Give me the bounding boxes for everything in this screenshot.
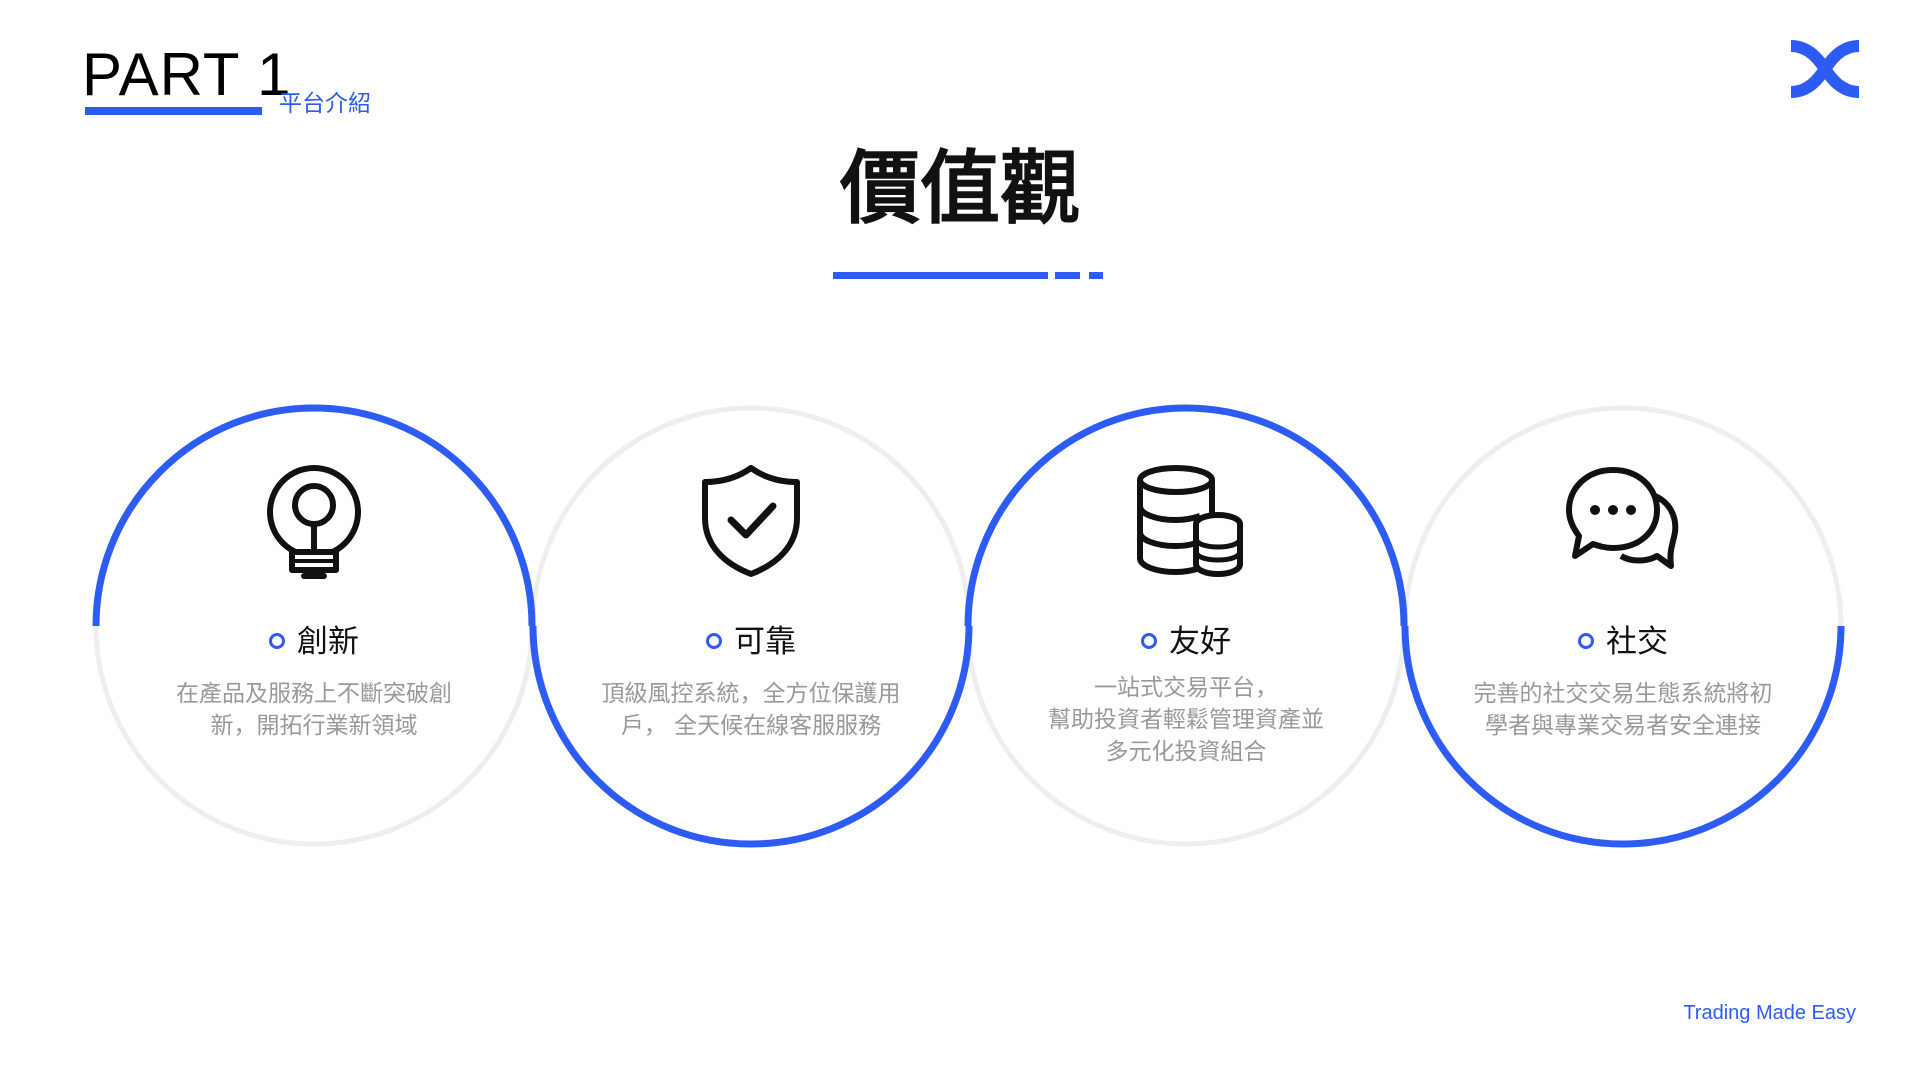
ring-2-arc [529, 625, 973, 848]
main-title: 價值觀 [840, 141, 1080, 235]
value-title: 創新 [144, 622, 484, 662]
coin-stack-icon [1137, 465, 1243, 578]
ring-1-arc [92, 404, 536, 627]
lightbulb-icon [267, 465, 361, 579]
ring-4-arc [1401, 625, 1845, 848]
bullet-dot-icon [1578, 632, 1594, 649]
value-title: 可靠 [581, 622, 921, 662]
value-card-innovation: 創新 在產品及服務上不斷突破創 新，開拓行業新領域 [144, 460, 484, 739]
value-title: 社交 [1453, 622, 1793, 662]
bullet-dot-icon [1141, 632, 1157, 649]
value-card-friendly: 友好 一站式交易平台， 幫助投資者輕鬆管理資產並 多元化投資組合 [1016, 460, 1356, 765]
value-description: 完善的社交交易生態系統將初 學者與專業交易者安全連接 [1473, 681, 1773, 739]
chat-bubbles-icon [1566, 467, 1679, 569]
value-description: 頂級風控系統，全方位保護用 戶， 全天候在線客服服務 [601, 681, 901, 739]
part-underline [85, 107, 262, 115]
title-underline-dot [1089, 272, 1103, 279]
part-title: PART 1 [82, 41, 292, 108]
shield-check-icon [702, 465, 800, 577]
brand-x-logo-icon [1790, 40, 1860, 98]
bullet-dot-icon [269, 632, 285, 649]
part-subtitle: 平台介紹 [279, 91, 371, 117]
value-card-reliable: 可靠 頂級風控系統，全方位保護用 戶， 全天候在線客服服務 [581, 460, 921, 739]
footer-tagline: Trading Made Easy [1683, 1002, 1856, 1024]
title-underline-long [833, 272, 1048, 279]
value-card-social: 社交 完善的社交交易生態系統將初 學者與專業交易者安全連接 [1453, 460, 1793, 739]
bullet-dot-icon [706, 632, 722, 649]
value-title: 友好 [1016, 622, 1356, 662]
value-description: 一站式交易平台， 幫助投資者輕鬆管理資產並 多元化投資組合 [1048, 675, 1324, 765]
ring-3-arc [964, 404, 1408, 627]
value-description: 在產品及服務上不斷突破創 新，開拓行業新領域 [176, 681, 452, 739]
title-underline-short [1055, 272, 1080, 279]
